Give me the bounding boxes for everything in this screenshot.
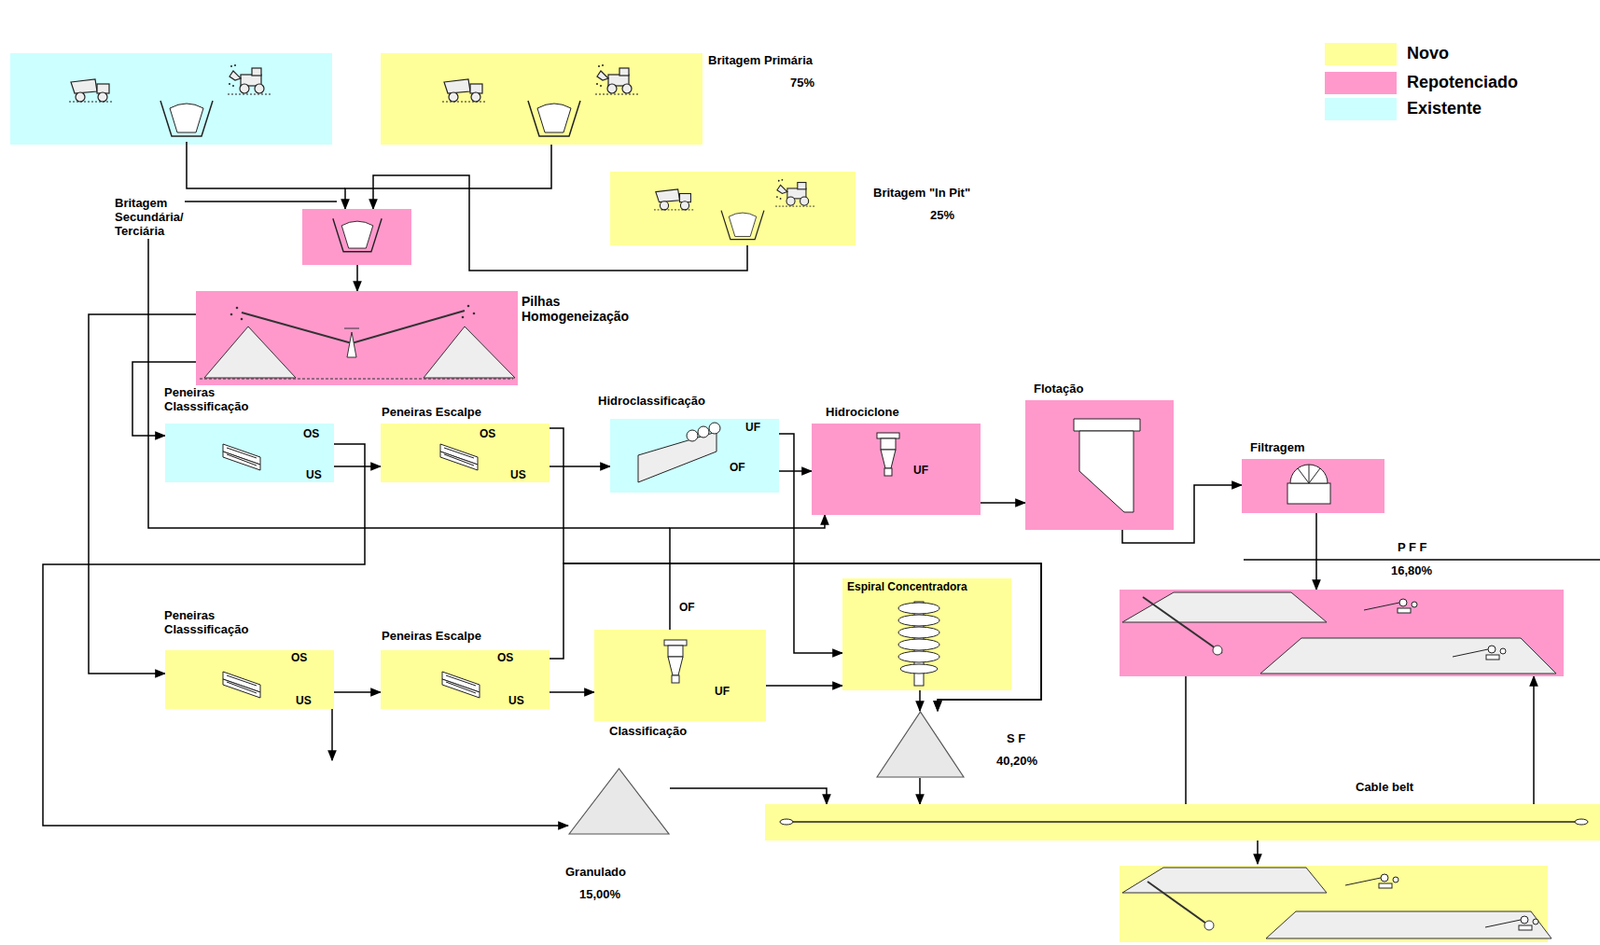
node-label: Hidroclassificação: [597, 394, 707, 409]
node-label: Peneiras Classsificação: [163, 386, 250, 415]
product-pile: Granulado15,00%: [568, 767, 670, 835]
node-label: Pilhas Homogeneização: [520, 293, 630, 324]
flow-arrow: [333, 465, 381, 468]
stream-label: OS: [303, 428, 320, 442]
node-label: Filtragem: [1249, 441, 1307, 456]
node-label: 15,00%: [578, 888, 622, 903]
product-line: [1243, 558, 1600, 561]
legend-text: Existente: [1406, 98, 1482, 120]
node-label: S F: [1005, 732, 1027, 747]
stockyard-area: [1119, 865, 1548, 943]
bypass-line: [148, 201, 670, 529]
flow-arrow: [918, 690, 921, 711]
flow-arrow: [669, 788, 827, 805]
flotation-box: Flotação: [1025, 400, 1174, 530]
flow-arrow: [765, 684, 843, 687]
undersize-line: [331, 709, 334, 761]
flow-arrow: [42, 444, 569, 826]
flow-arrow: [980, 501, 1026, 504]
flow-arrow: [779, 470, 812, 473]
flow-arrow: [549, 691, 595, 694]
stockpile-box: Pilhas Homogeneização: [195, 291, 518, 386]
pile-outline: [876, 711, 964, 778]
node-label: Cable belt: [1354, 780, 1415, 795]
node-label: Hidrociclone: [824, 405, 901, 420]
node-label: 16,80%: [1390, 564, 1434, 579]
node-label: Britagem Primária: [707, 54, 814, 69]
node-label: Peneiras Escalpe: [380, 405, 483, 420]
node-label: Classificação: [608, 724, 688, 739]
screen-box: Peneiras Escalpe: [380, 650, 550, 710]
legend-swatch: [1324, 97, 1397, 121]
stream-label: OS: [291, 652, 307, 666]
legend-swatch: [1324, 42, 1397, 66]
node-label: Espiral Concentradora: [846, 581, 969, 595]
node-label: 75%: [789, 76, 816, 91]
legend-text: Novo: [1406, 43, 1449, 65]
flow-arrow: [549, 465, 611, 468]
flow-arrow: [1532, 676, 1535, 805]
stream-label: OF: [729, 461, 746, 475]
hydrocyclone-box: Hidrociclone: [811, 423, 981, 515]
stream-label: OS: [497, 652, 514, 666]
filter-box: Filtragem: [1241, 459, 1385, 514]
node-label: Flotação: [1032, 382, 1085, 397]
stockyard-box: P F F16,80%: [1119, 589, 1564, 677]
node-label: Britagem Secundária/ Terciária: [113, 196, 185, 239]
pile-shape: [876, 710, 965, 779]
stream-label: US: [295, 695, 312, 709]
stream-label: US: [510, 469, 527, 483]
stream-label: UF: [913, 464, 929, 478]
node-label: Granulado: [564, 865, 627, 880]
flow-arrow: [1315, 513, 1318, 590]
legend-swatch: [1324, 71, 1397, 95]
existing-crusher-area: [10, 53, 333, 145]
flow-arrow: [356, 264, 359, 292]
stream-label: OS: [479, 428, 496, 442]
node-label: P F F: [1396, 541, 1429, 556]
flow-arrow: [918, 778, 921, 805]
flow-arrow: [669, 514, 825, 630]
node-label: 25%: [929, 208, 956, 223]
spiral-box: Espiral Concentradora: [842, 578, 1012, 691]
node-label: Britagem "In Pit": [872, 186, 972, 201]
belt-discharge: [1256, 840, 1259, 864]
stream-label: OF: [679, 601, 696, 615]
stream-label: UF: [745, 421, 761, 435]
node-label: 40,20%: [995, 754, 1039, 769]
feed-line: [186, 141, 346, 189]
pile-outline: [569, 768, 669, 835]
crusher-box: Britagem "In Pit"25%: [610, 171, 856, 246]
crusher-box: Britagem Secundária/ Terciária: [302, 208, 412, 265]
node-label: Peneiras Escalpe: [380, 629, 483, 644]
product-pile: S F40,20%: [876, 710, 965, 779]
pile-shape: [568, 767, 670, 835]
flow-arrow: [333, 691, 381, 694]
stream-label: US: [306, 469, 322, 483]
stream-label: US: [508, 695, 525, 709]
stream-label: UF: [714, 685, 730, 699]
cyclone-box: Classificação: [594, 629, 766, 722]
legend-text: Repotenciado: [1406, 72, 1518, 94]
node-label: Peneiras Classsificação: [163, 609, 250, 638]
crusher-box: Britagem Primária75%: [380, 53, 703, 145]
conveyor-band: Cable belt: [765, 804, 1600, 841]
flow-arrow: [345, 144, 552, 209]
flow-arrow: [1184, 676, 1187, 805]
